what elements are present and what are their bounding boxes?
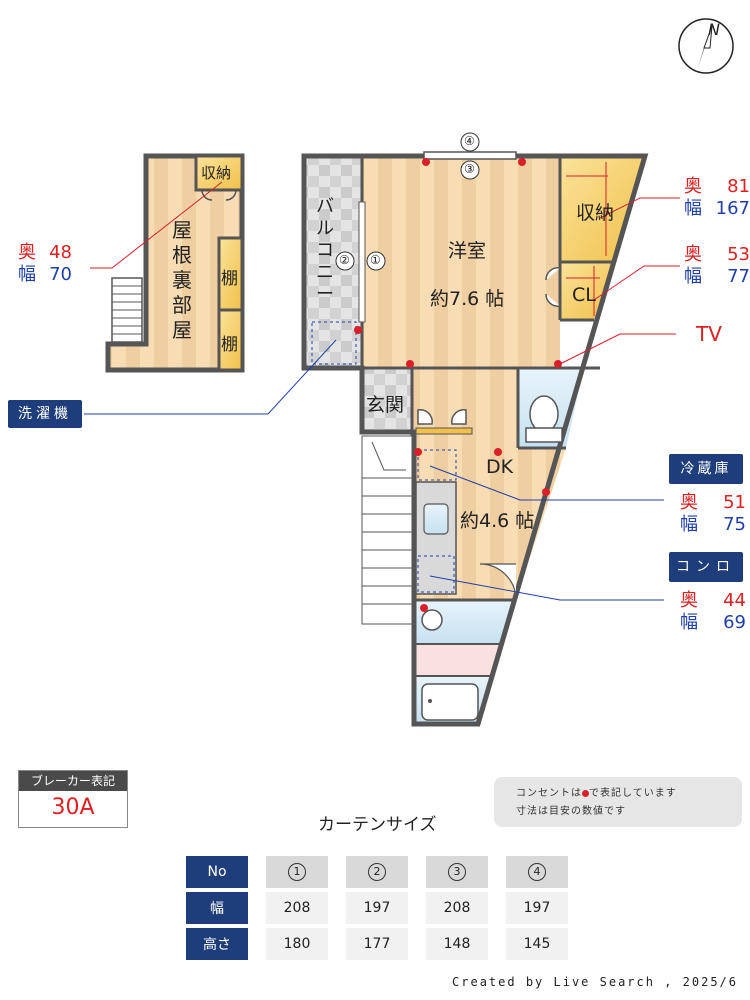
compass — [678, 18, 734, 74]
dk-label: DK — [486, 456, 514, 478]
curtain-no-3: 3 — [448, 863, 466, 881]
outlet-dot — [518, 158, 526, 166]
curtain-height-4: 145 — [506, 928, 568, 960]
window-mark-2: ② — [339, 253, 350, 267]
window-mark-4: ④ — [464, 134, 475, 148]
breaker-box: ブレーカー表記 30A — [18, 770, 128, 828]
breaker-heading: ブレーカー表記 — [19, 771, 127, 791]
outlet-dot — [422, 158, 430, 166]
curtain-no-1: 1 — [288, 863, 306, 881]
header-width: 幅 — [186, 892, 248, 924]
washer-label: 洗濯機 — [8, 400, 82, 428]
outlet-dot — [542, 488, 550, 496]
outlet-dot — [354, 326, 362, 334]
curtain-height-1: 180 — [266, 928, 328, 960]
stove-label: コンロ — [669, 552, 743, 582]
curtain-width-1: 208 — [266, 892, 328, 924]
outlet-dot — [414, 448, 422, 456]
outlet-dot — [494, 448, 502, 456]
header-no: No — [186, 856, 248, 888]
curtain-width-4: 197 — [506, 892, 568, 924]
curtain-height-2: 177 — [346, 928, 408, 960]
curtain-size-table: No 1 2 3 4 幅 208 197 208 197 高さ 180 177 … — [186, 852, 568, 964]
table-row: No 1 2 3 4 — [186, 856, 568, 888]
leader-lines — [84, 181, 680, 601]
outlet-dot — [420, 604, 428, 612]
table-row: 高さ 180 177 148 145 — [186, 928, 568, 960]
tv-label: TV — [696, 322, 722, 346]
header-height: 高さ — [186, 928, 248, 960]
compass-north-label: N — [708, 20, 720, 39]
outlet-markers — [354, 158, 562, 612]
curtain-title: カーテンサイズ — [318, 815, 437, 835]
outlet-legend-dot — [582, 789, 589, 797]
attic-storage-label: 収納 — [201, 164, 232, 182]
outlet-dot — [554, 360, 562, 368]
curtain-width-2: 197 — [346, 892, 408, 924]
curtain-width-3: 208 — [426, 892, 488, 924]
outlet-dot — [406, 360, 414, 368]
shelf-label-2: 棚 — [221, 335, 238, 355]
balcony-label: バルコニー — [316, 196, 334, 305]
credit-text: Created by Live Search , 2025/6 — [452, 975, 738, 989]
curtain-no-2: 2 — [368, 863, 386, 881]
table-row: 幅 208 197 208 197 — [186, 892, 568, 924]
shelf-label-1: 棚 — [221, 269, 238, 289]
western-room-label: 洋室 — [448, 240, 487, 262]
fridge-label: 冷蔵庫 — [669, 454, 743, 484]
closet-label: CL — [572, 284, 596, 306]
entrance-label: 玄関 — [366, 394, 405, 416]
dk-size: 約4.6 帖 — [460, 510, 535, 532]
main-unit — [301, 151, 649, 727]
curtain-height-3: 148 — [426, 928, 488, 960]
curtain-no-4: 4 — [528, 863, 546, 881]
window-mark-3: ③ — [464, 162, 475, 176]
breaker-value: 30A — [51, 795, 95, 820]
western-room-size: 約7.6 帖 — [430, 288, 505, 310]
attic-room — [105, 153, 245, 373]
storage-label: 収納 — [576, 202, 615, 224]
window-markers — [335, 132, 480, 271]
window-mark-1: ① — [370, 253, 381, 267]
attic-label: 屋根裏部屋 — [172, 218, 192, 342]
outlet-note: コンセントはで表記しています 寸法は目安の数値です — [494, 777, 742, 827]
